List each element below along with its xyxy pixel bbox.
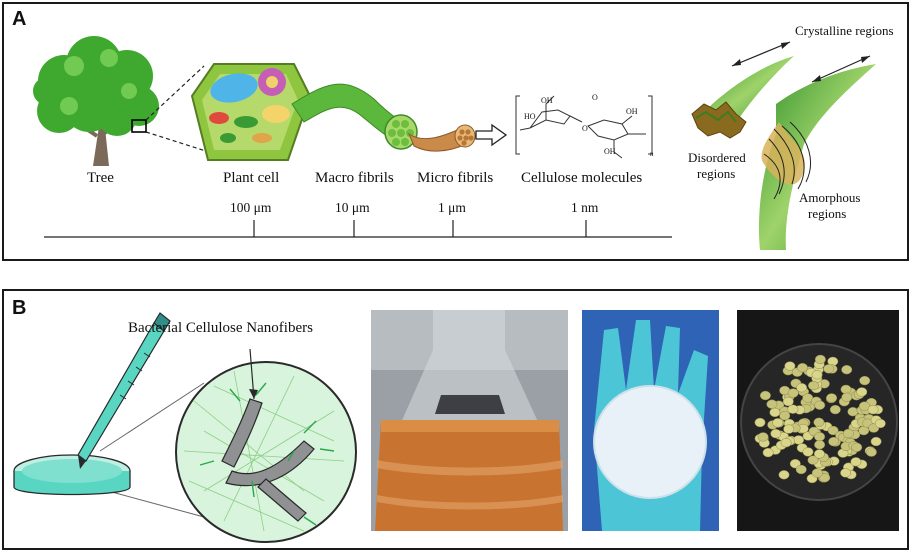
label-crystalline-regions: Crystalline regions (795, 23, 894, 38)
scale-axis (44, 220, 672, 238)
scale-label-100um: 100 μm (230, 200, 272, 215)
label-disordered-line2: regions (697, 166, 736, 181)
bead (766, 399, 778, 409)
label-micro-fibrils: Micro fibrils (417, 170, 494, 186)
bead (811, 468, 823, 478)
mol-atom-o-1: O (592, 93, 598, 102)
bead (808, 380, 819, 391)
scale-label-10um: 10 μm (335, 200, 370, 215)
bead (796, 383, 808, 393)
bead (757, 432, 769, 442)
bead (865, 447, 877, 457)
bead (841, 392, 853, 402)
bead (840, 468, 852, 478)
bead (813, 417, 825, 427)
bead (840, 384, 852, 395)
bead (793, 435, 805, 445)
bead (847, 407, 859, 417)
label-cellulose-molecules: Cellulose molecules (521, 170, 643, 186)
zoom-lines-tree (145, 65, 210, 153)
photo-flask-broth (371, 310, 568, 531)
bead (787, 404, 799, 414)
bead (827, 425, 839, 436)
bead (828, 436, 840, 447)
bead (856, 387, 868, 397)
panel-letter-b: B (12, 297, 27, 319)
bead (759, 390, 771, 401)
panel-b: B (2, 289, 909, 550)
bead (772, 418, 784, 428)
bead (851, 442, 863, 452)
mol-atom-o-2: O (582, 124, 588, 133)
bead (814, 354, 826, 365)
bead (826, 393, 838, 403)
bead (814, 432, 826, 442)
bead (795, 464, 807, 475)
bead (770, 428, 782, 439)
bead (813, 449, 825, 459)
cellulose-molecule-structure (515, 95, 653, 159)
bead (779, 411, 791, 421)
bead (870, 436, 882, 447)
bead (769, 407, 781, 418)
bead (867, 405, 879, 415)
tree-illustration (33, 36, 159, 166)
photo-cellulose-disc (582, 310, 719, 531)
bead (814, 400, 826, 410)
bead (841, 365, 853, 375)
bead (829, 404, 841, 415)
bead (850, 457, 862, 467)
label-plant-cell: Plant cell (223, 170, 280, 186)
bead (754, 417, 766, 428)
fiber-regions-illustration (691, 41, 876, 250)
panel-a: A Tree Plant cell (2, 2, 909, 261)
bead (858, 401, 870, 411)
bead (807, 455, 819, 465)
photo-cellulose-beads (737, 310, 899, 531)
bead (859, 375, 871, 386)
bead (814, 440, 826, 450)
bead (802, 447, 814, 457)
bead (780, 438, 792, 448)
bead (874, 418, 886, 429)
label-disordered-line1: Disordered (688, 150, 746, 165)
bead (842, 428, 854, 439)
bead (762, 447, 774, 458)
scale-label-1nm: 1 nm (571, 200, 599, 215)
mol-atom-ho-1: HO (524, 112, 536, 121)
bead (782, 396, 794, 407)
label-tree: Tree (87, 170, 114, 186)
mol-atom-oh-3: OH (604, 147, 616, 156)
micro-fibril-illustration (407, 123, 508, 152)
bead (783, 424, 795, 434)
bead (787, 388, 799, 398)
bead (811, 370, 823, 380)
mol-atom-oh-2: OH (626, 107, 638, 116)
bacterial-culture-illustration (13, 312, 357, 543)
bead (819, 473, 831, 483)
label-macro-fibrils: Macro fibrils (315, 170, 394, 186)
bead (784, 361, 796, 371)
mol-atom-oh-1: OH (541, 96, 553, 105)
mol-subscript-n: n (650, 150, 654, 158)
label-amorphous-line1: Amorphous (799, 190, 861, 205)
macro-fibril-illustration (291, 83, 418, 150)
label-amorphous-line2: regions (808, 206, 847, 221)
label-bacterial-cellulose-nanofibers: Bacterial Cellulose Nanofibers (128, 320, 313, 336)
scale-label-1um: 1 μm (438, 200, 466, 215)
bead (797, 363, 808, 373)
bead (778, 470, 790, 480)
panel-letter-a: A (12, 8, 27, 30)
bead (823, 364, 835, 374)
